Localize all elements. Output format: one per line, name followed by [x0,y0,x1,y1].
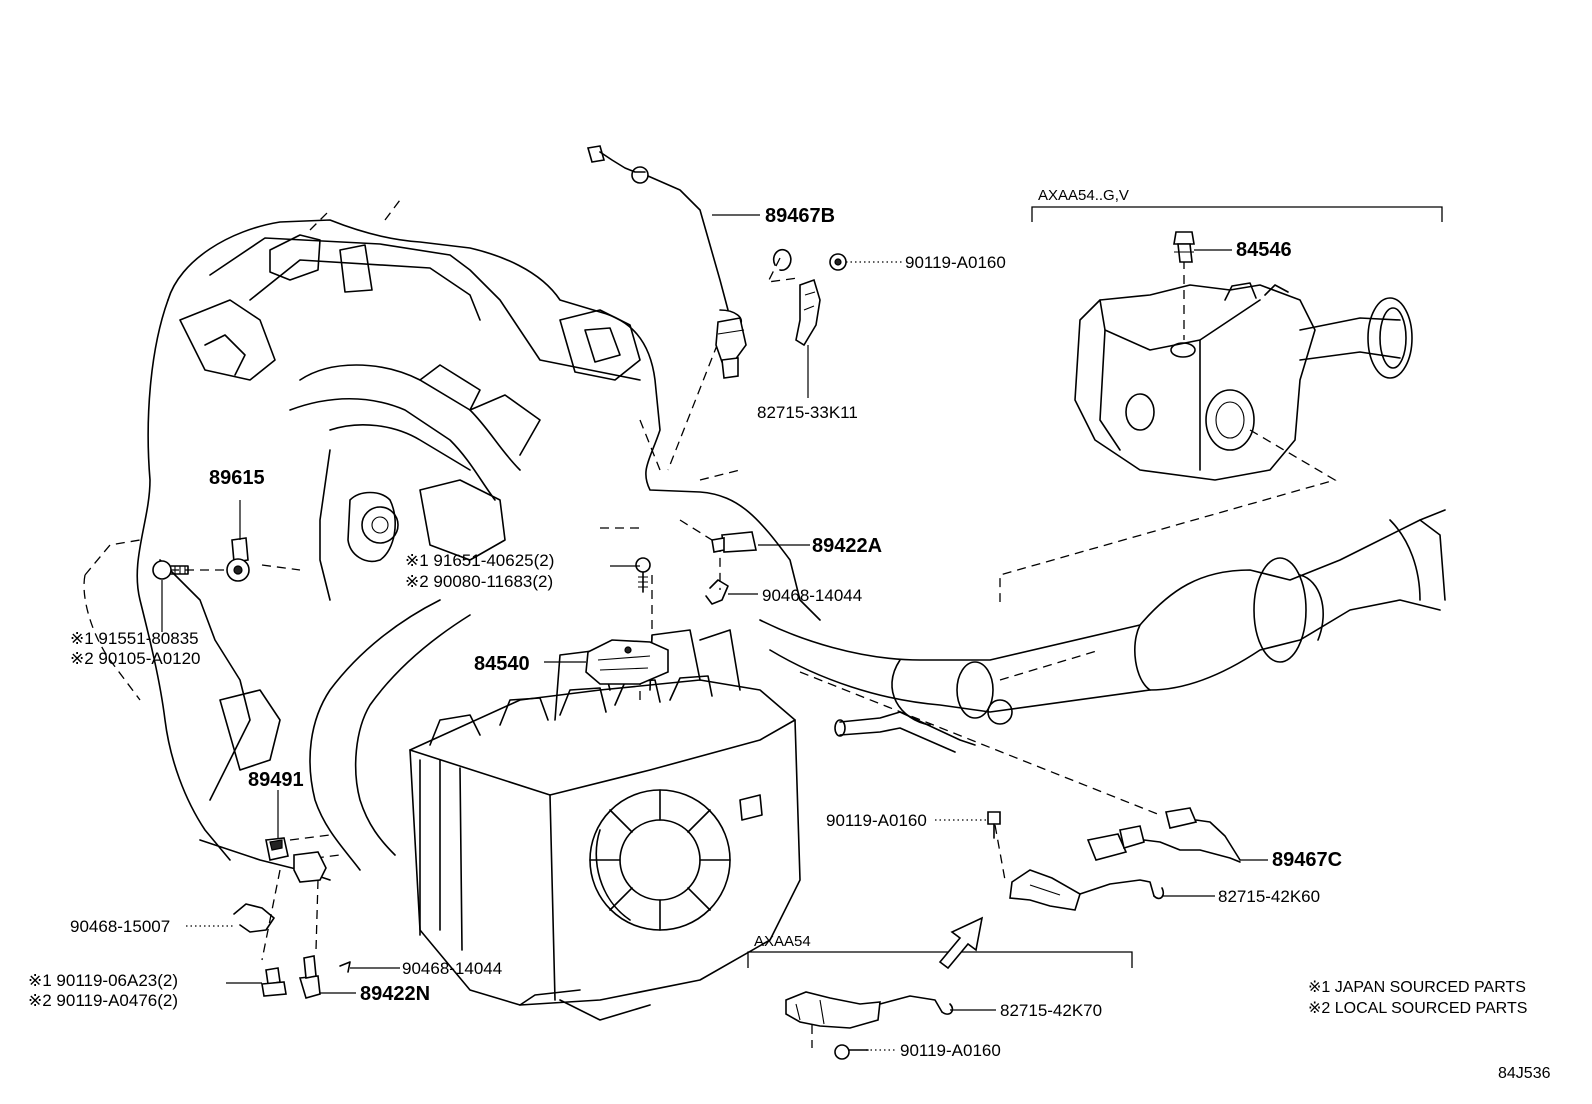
callout-90119-a0160-mid: 90119-A0160 [826,811,927,830]
callout-90119-06a23: ※1 90119-06A23(2) [28,971,178,990]
callout-90468-14044-bot: 90468-14044 [402,959,502,978]
part-90119-06a23-bolt-icon[interactable] [261,967,287,997]
transaxle-illustration [409,629,801,1021]
part-82715-33k11-icon[interactable] [772,248,821,347]
assembly-guide-lines [170,257,1337,1048]
part-89422n-icon[interactable] [298,955,321,999]
part-91651-bolt-icon[interactable] [635,557,651,593]
callout-91551-80835: ※1 91551-80835 [70,629,199,648]
callout-91651-40625: ※1 91651-40625(2) [405,551,554,570]
callout-90080-11683: ※2 90080-11683(2) [405,572,553,591]
callout-89467c: 89467C [1272,849,1342,871]
callout-82715-42k60: 82715-42K60 [1218,887,1320,906]
engine-assembly-illustration [83,199,821,881]
group-bracket-upper [1031,206,1443,222]
direction-arrow-icon [938,916,984,970]
exhaust-catalyst-illustration [759,509,1446,753]
part-89491-icon[interactable] [265,837,327,883]
diagram-id: 84J536 [1498,1065,1551,1082]
legend-japan-sourced: ※1 JAPAN SOURCED PARTS [1308,979,1526,996]
differential-illustration [1074,282,1413,481]
callout-84540: 84540 [474,653,530,675]
callout-90119-a0476: ※2 90119-A0476(2) [28,991,178,1010]
part-82715-42k70-icon[interactable] [785,991,954,1029]
part-89615-icon[interactable] [226,537,250,582]
part-89467b-icon[interactable] [586,145,747,379]
callout-89422n: 89422N [360,983,430,1005]
callout-89467b: 89467B [765,205,835,227]
part-84540-icon[interactable] [585,639,669,685]
part-82715-42k60-icon[interactable] [1009,869,1165,911]
callout-90468-15007: 90468-15007 [70,917,170,936]
callout-89491: 89491 [248,769,304,791]
callout-90105-a0120: ※2 90105-A0120 [70,649,201,668]
part-84546-icon[interactable] [1173,231,1195,263]
part-90468-14044-top-icon[interactable] [705,579,729,605]
part-91551-bolt-icon[interactable] [152,560,189,580]
callout-82715-33k11: 82715-33K11 [757,403,858,422]
part-90468-14044-bot-icon[interactable] [339,961,351,973]
leader-lines [161,214,1268,1051]
callout-84546: 84546 [1236,239,1292,261]
part-90119-a0160-mid-icon[interactable] [987,811,1001,839]
legend-local-sourced: ※2 LOCAL SOURCED PARTS [1308,1000,1527,1017]
callout-90119-a0160-top: 90119-A0160 [905,253,1006,272]
callout-89615: 89615 [209,467,265,489]
callout-89422a: 89422A [812,535,882,557]
part-90468-15007-icon[interactable] [233,903,275,933]
part-89422a-icon[interactable] [711,531,757,553]
callout-82715-42k70: 82715-42K70 [1000,1001,1102,1020]
part-89467c-icon[interactable] [1086,807,1241,863]
callout-90119-a0160-bot: 90119-A0160 [900,1041,1001,1060]
part-90119-a0160-bot-icon[interactable] [834,1044,869,1060]
group-bracket-lower [747,951,1133,968]
callout-90468-14044-top: 90468-14044 [762,586,862,605]
group-label-axaa54-gv: AXAA54..G,V [1038,187,1129,204]
group-label-axaa54: AXAA54 [754,933,811,950]
part-90119-a0160-top-icon[interactable] [829,253,847,271]
